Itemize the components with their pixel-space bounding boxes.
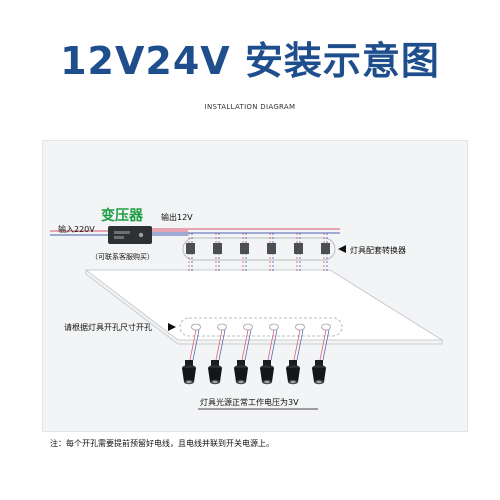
lamp-wire (241, 329, 249, 361)
lamp-wire (189, 329, 197, 361)
converter-block (321, 233, 330, 272)
converter-block (240, 233, 249, 272)
converter-rail (182, 237, 336, 261)
transformer-label: 变压器 (101, 208, 143, 224)
converter-block (186, 233, 195, 272)
converter-block (213, 233, 222, 272)
spotlight-icon (182, 360, 196, 385)
converter-arrow (338, 245, 346, 253)
converter-block (267, 233, 276, 272)
lamp-wire (267, 329, 275, 361)
cutout-hole (269, 323, 279, 331)
cutout-hole (217, 323, 227, 331)
transformer-detail (114, 236, 124, 239)
page-title: 12V24V 安装示意图 (60, 39, 440, 83)
spotlight-icon (312, 360, 326, 385)
input-label: 输入220V (58, 225, 95, 234)
transformer-detail (114, 231, 130, 234)
lamp-wire (270, 329, 278, 361)
spotlight-icon (286, 360, 300, 385)
converter-label: 灯具配套转换器 (350, 246, 406, 255)
cutout-arrow (168, 323, 176, 331)
lamp-wire (192, 329, 200, 361)
lamp-wire (218, 329, 226, 361)
lamp-wire (296, 329, 304, 361)
lamp-wire (293, 329, 301, 361)
spotlight-icon (234, 360, 248, 385)
spotlight-icon (260, 360, 274, 385)
transformer-box (108, 226, 152, 244)
footer-note: 注：每个开孔需要提前预留好电线，且电线并联到开关电源上。 (50, 439, 274, 448)
ceiling-board-edge (85, 270, 443, 345)
lamp-wire (215, 329, 223, 361)
output-label: 输出12V (161, 213, 193, 222)
cutout-hole (295, 323, 305, 331)
cutout-rail (179, 317, 343, 337)
converter-block (294, 233, 303, 272)
cutout-label: 请根据灯具开孔尺寸开孔 (64, 323, 152, 332)
lamp-wire (319, 329, 327, 361)
cutout-hole (243, 323, 253, 331)
transformer-screw (138, 232, 144, 238)
voltage-label: 灯具光源正常工作电压为3V (200, 398, 299, 407)
page-subtitle: INSTALLATION DIAGRAM (204, 103, 296, 111)
lamp-wire (322, 329, 330, 361)
spotlight-icon (208, 360, 222, 385)
cutout-hole (321, 323, 331, 331)
lamp-wire (244, 329, 252, 361)
contact-note: （可联系客服购买） (91, 253, 154, 261)
cutout-hole (191, 323, 201, 331)
